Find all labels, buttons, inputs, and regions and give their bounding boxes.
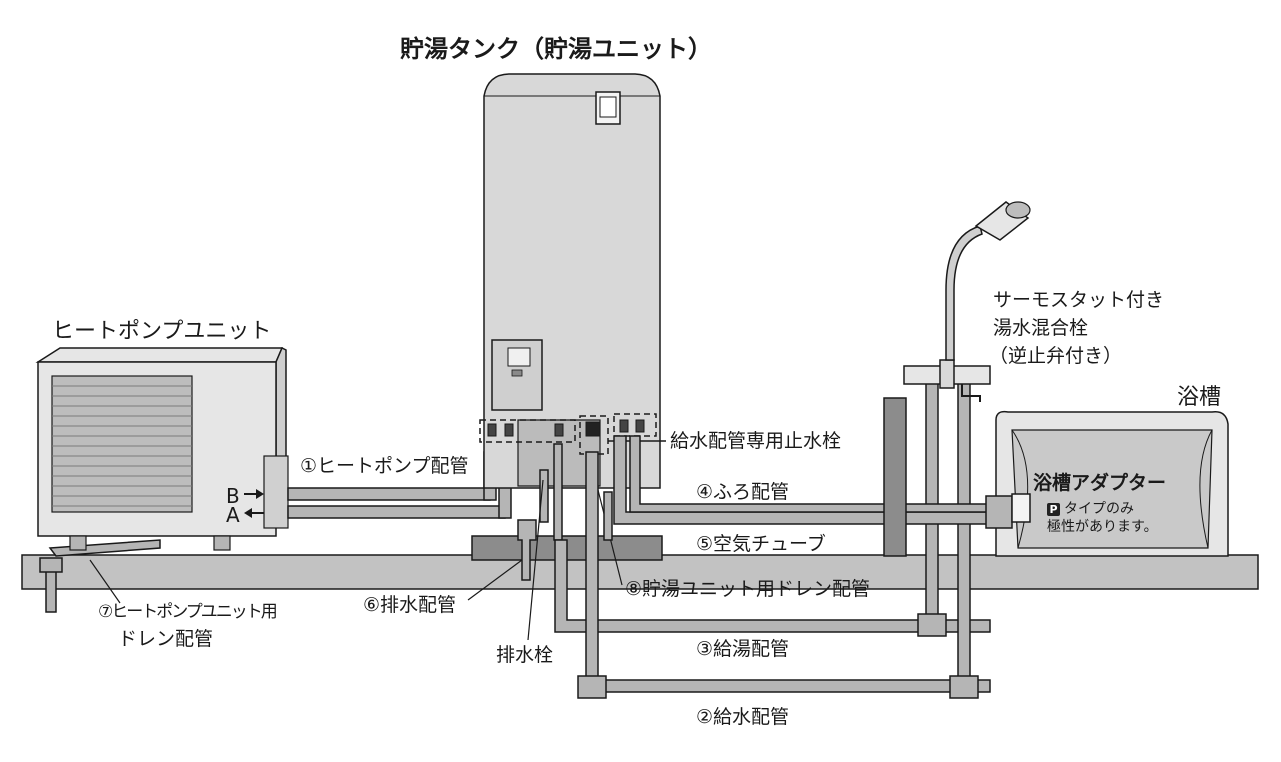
faucet-label-line3: （逆止弁付き） [989, 345, 1123, 367]
drain-valve-leader [527, 479, 544, 641]
pipe-7-label-line1: ⑦ヒートポンプユニット用 [98, 602, 278, 622]
bath-adapter-note-line1: タイプのみ [1064, 501, 1134, 517]
bath-adapter-note-line2: 極性があります。 [1047, 519, 1158, 535]
pipe-2-label: ②給水配管 [696, 706, 790, 728]
heat-pump-grille [51, 375, 193, 513]
heat-pump-unit [35, 346, 289, 551]
drain-valve-label: 排水栓 [496, 644, 554, 666]
thermostat-faucet [903, 201, 1031, 402]
bath-adapter-title: 浴槽アダプター [1033, 472, 1167, 494]
heat-pump-title: ヒートポンプユニット [52, 319, 272, 344]
bathtub [995, 410, 1229, 557]
pipe-4-label: ④ふろ配管 [696, 481, 790, 503]
pipe-6-label: ⑥排水配管 [363, 594, 457, 616]
p-type-badge: P [1047, 503, 1060, 516]
wall-post [883, 397, 907, 557]
stop-valve-label: 給水配管専用止水栓 [670, 430, 842, 452]
faucet-label-line2: 湯水混合栓 [993, 317, 1089, 339]
tank-unit [483, 73, 661, 489]
pipe-3-label: ③給湯配管 [696, 638, 790, 660]
arrow-right-icon [244, 489, 264, 499]
arrow-left-icon [244, 508, 264, 518]
pipe-5-label: ⑤空気チューブ [696, 533, 826, 555]
bath-adapter [985, 493, 1031, 529]
bathtub-label: 浴槽 [1177, 385, 1222, 410]
drain-pipe-leader [467, 559, 523, 601]
port-a-label: A [226, 503, 240, 527]
pipe-1-label: ①ヒートポンプ配管 [300, 455, 469, 477]
faucet-label-line1: サーモスタット付き [993, 289, 1165, 311]
pipe-7-label-line2: ドレン配管 [118, 628, 214, 650]
hp-drain-pipe [39, 539, 161, 613]
pipe-8-label: ⑧貯湯ユニット用ドレン配管 [625, 578, 871, 600]
tank-title: 貯湯タンク（貯湯ユニット） [400, 35, 712, 63]
port-b-label: B [226, 484, 240, 508]
